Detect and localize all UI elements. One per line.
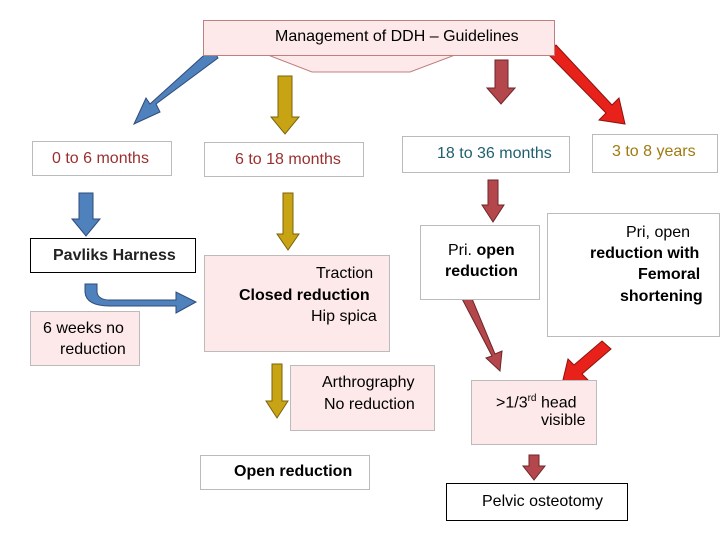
box-18-36-months <box>402 136 570 173</box>
box-6-18-months <box>204 142 364 177</box>
head-visible-box <box>471 380 597 445</box>
traction-line-1: Traction <box>316 265 374 282</box>
pavlik-box <box>30 238 196 273</box>
femoral-line-2: reduction with <box>590 245 700 262</box>
label-0-6-months: 0 to 6 months <box>52 150 149 167</box>
arrow-femoral-to-head <box>561 340 612 385</box>
pri-open-word: open <box>476 242 515 259</box>
femoral-line-3: Femoral <box>638 266 701 283</box>
head-visible-ordinal: rd <box>527 393 537 404</box>
head-visible-line-2: visible <box>541 412 586 429</box>
femoral-line-4: shortening <box>620 288 703 305</box>
arrow-to-pavlik <box>70 192 102 237</box>
arrow-pri-open-to-head <box>458 288 503 373</box>
page-title: Management of DDH – Guidelines <box>275 28 519 45</box>
arrow-6-weeks-to-traction <box>84 283 198 314</box>
label-18-36-months: 18 to 36 months <box>437 145 552 162</box>
arrow-to-0-6-months <box>132 47 219 126</box>
arrow-to-6-18-months <box>269 75 301 135</box>
box-0-6-months <box>32 141 172 176</box>
pri-open-line-1: Pri. open <box>448 241 515 260</box>
head-visible-line-1: >1/3rd head <box>496 389 577 412</box>
arrow-to-pelvic-osteotomy <box>521 454 547 481</box>
pavlik-label: Pavliks Harness <box>53 247 176 264</box>
pelvic-osteotomy-box <box>446 483 628 521</box>
pri-open-prefix: Pri. <box>448 242 472 259</box>
head-visible-word: head <box>536 394 577 412</box>
title-pointer <box>267 54 456 73</box>
arrow-to-18-36-months <box>485 59 517 105</box>
arthrography-line-1: Arthrography <box>322 374 415 391</box>
arthrography-box <box>290 365 435 431</box>
femoral-line-1: Pri, open <box>626 224 691 241</box>
arrow-to-pri-open <box>481 179 505 223</box>
title-box <box>203 20 555 56</box>
traction-box <box>204 255 390 352</box>
six-weeks-line-2: reduction <box>60 341 126 358</box>
six-weeks-box <box>30 311 140 366</box>
traction-line-2: Closed reduction <box>239 287 370 304</box>
pri-open-box <box>420 225 540 300</box>
open-reduction-box <box>200 455 370 490</box>
arthrography-line-2: No reduction <box>324 396 415 413</box>
box-3-8-years <box>592 134 718 173</box>
head-visible-fraction: >1/3 <box>496 394 528 412</box>
traction-line-3: Hip spica <box>311 308 377 325</box>
pelvic-osteotomy-label: Pelvic osteotomy <box>482 493 603 510</box>
arrow-to-open-reduction <box>265 363 289 419</box>
six-weeks-line-1: 6 weeks no <box>43 320 124 337</box>
pri-open-line-2: reduction <box>445 263 518 280</box>
label-6-18-months: 6 to 18 months <box>235 151 341 168</box>
arrow-to-3-8-years <box>547 44 626 125</box>
femoral-box <box>547 213 720 337</box>
arrow-to-traction <box>276 192 300 251</box>
label-3-8-years: 3 to 8 years <box>612 143 696 160</box>
open-reduction-label: Open reduction <box>234 463 353 480</box>
